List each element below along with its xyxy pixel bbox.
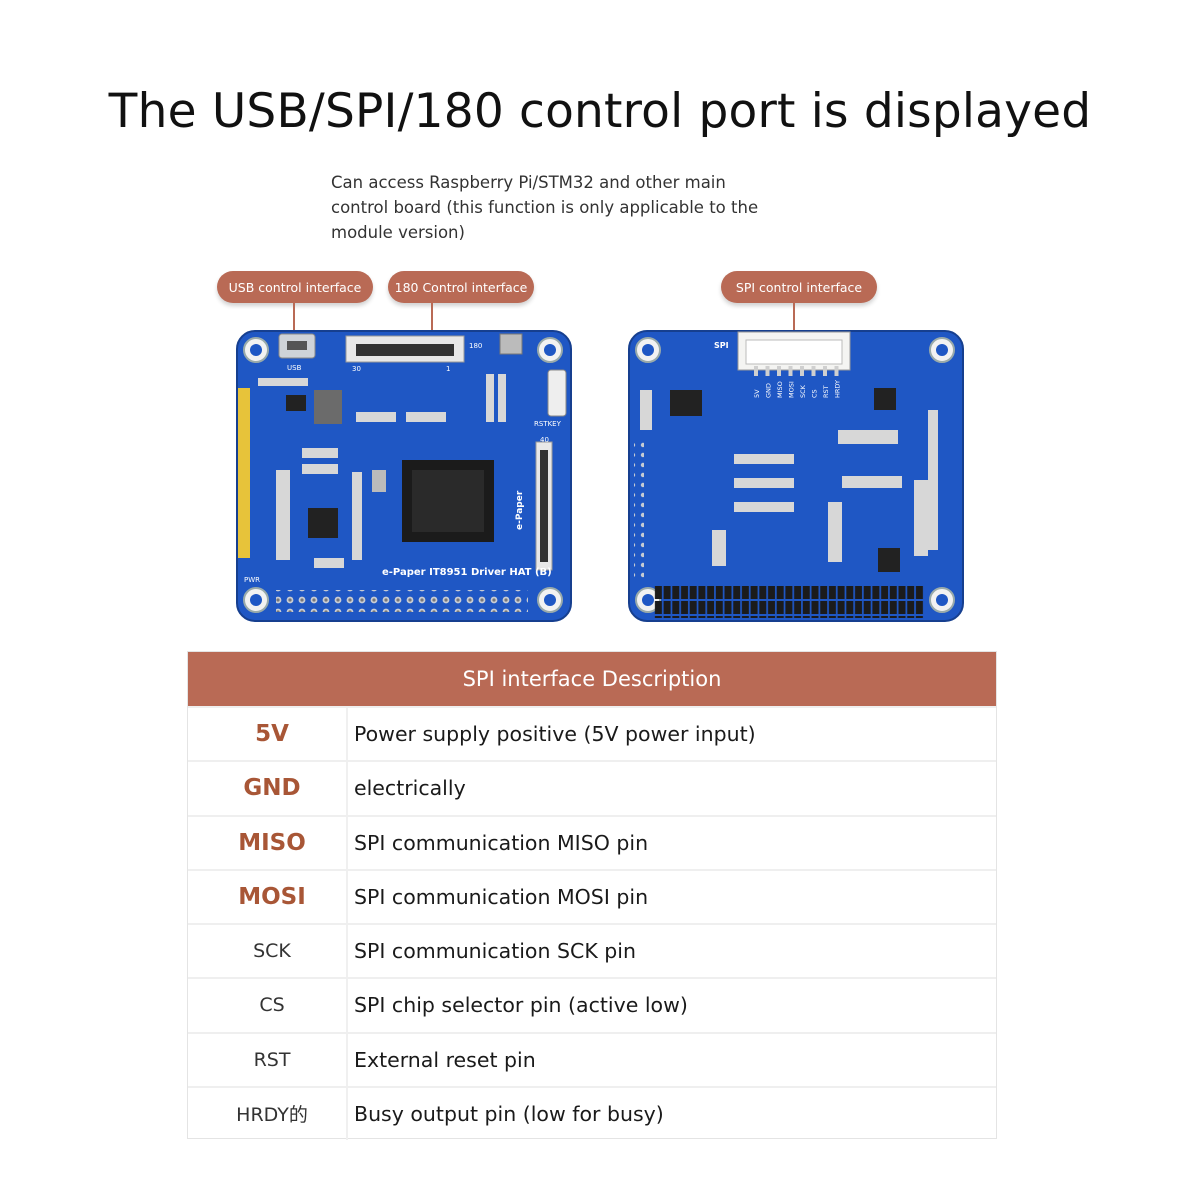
pin-description: SPI chip selector pin (active low) [354, 993, 688, 1018]
pin-description: Busy output pin (low for busy) [354, 1101, 664, 1126]
column-divider [346, 816, 348, 869]
rstkey-silk-label: RSTKEY [534, 420, 562, 428]
spi-pin-label: MOSI [788, 381, 796, 398]
pin-name: CS [259, 994, 285, 1017]
spi-pin [823, 366, 827, 376]
table-row: HRDY的 Busy output pin (low for busy) [188, 1085, 996, 1140]
table-row: CS SPI chip selector pin (active low) [188, 977, 996, 1032]
column-divider [346, 870, 348, 923]
pin-name: MOSI [238, 883, 306, 910]
spi-pin-label: RST [822, 385, 830, 398]
usb-silk-label: USB [287, 364, 302, 372]
column-divider [346, 1087, 348, 1140]
spi-silk-label: SPI [714, 341, 729, 350]
spi-pin [834, 366, 839, 376]
subtitle: Can access Raspberry Pi/STM32 and other … [331, 173, 759, 242]
spi-description-table: SPI interface Description 5V Power suppl… [187, 651, 997, 1140]
column-divider [346, 925, 348, 978]
spi-pin [754, 366, 758, 376]
pin-name: RST [253, 1048, 291, 1071]
spi-pin [777, 366, 781, 376]
table-row: MOSI SPI communication MOSI pin [188, 868, 996, 923]
table-header: SPI interface Description [188, 652, 996, 706]
table-row: SCK SPI communication SCK pin [188, 923, 996, 978]
pin-name: HRDY的 [236, 1104, 308, 1127]
spi-leader-line [793, 303, 795, 347]
spi-pin-label: 5V [753, 389, 761, 398]
pin-name: GND [243, 775, 301, 802]
spi-pin-label: HRDY [834, 380, 842, 398]
spi-pin [788, 366, 793, 376]
spi-callout: SPI control interface [721, 271, 877, 303]
pin-description: SPI communication MISO pin [354, 830, 649, 855]
usb-leader-line [293, 303, 295, 343]
column-divider [346, 762, 348, 815]
pin-name: 5V [255, 721, 289, 748]
p180-callout: 180 Control interface [388, 271, 534, 303]
spi-pin-label: CS [811, 389, 819, 398]
pin1-silk-label: 1 [446, 365, 450, 373]
spi-pin [811, 366, 816, 376]
usb-callout: USB control interface [217, 271, 373, 303]
column-divider [346, 1033, 348, 1086]
pin-description: SPI communication MOSI pin [354, 884, 649, 909]
pin30-silk-label: 30 [352, 365, 361, 373]
pin-description: External reset pin [354, 1047, 536, 1072]
pin-description: electrically [354, 776, 466, 801]
pin-description: SPI communication SCK pin [354, 939, 636, 964]
board-front-image: USB 180 30 1 RSTKEY 40 e-Paper e-Paper I… [236, 330, 572, 622]
pin-name: SCK [253, 940, 291, 963]
table-row: 5V Power supply positive (5V power input… [188, 706, 996, 761]
table-row: RST External reset pin [188, 1031, 996, 1086]
board-name-silk-label: e-Paper IT8951 Driver HAT (B) [382, 567, 552, 578]
column-divider [346, 979, 348, 1032]
spi-pin [800, 366, 804, 376]
column-divider [346, 708, 348, 761]
spi-pin [765, 366, 770, 376]
pin40-silk-label: 40 [540, 436, 549, 444]
table-row: GND electrically [188, 760, 996, 815]
pin-description: Power supply positive (5V power input) [354, 722, 756, 747]
epaper-silk-label: e-Paper [515, 490, 525, 530]
table-row: MISO SPI communication MISO pin [188, 814, 996, 869]
spi-pin-label: GND [765, 383, 773, 398]
spi-pin-label: SCK [799, 384, 807, 398]
spi-pin-label: MISO [776, 381, 784, 398]
pin-name: MISO [238, 829, 306, 856]
pwr-silk-label: PWR [244, 576, 260, 584]
p180-leader-line [431, 303, 433, 345]
p180-silk-label: 180 [469, 342, 482, 350]
page-title: The USB/SPI/180 control port is displaye… [108, 84, 1092, 139]
